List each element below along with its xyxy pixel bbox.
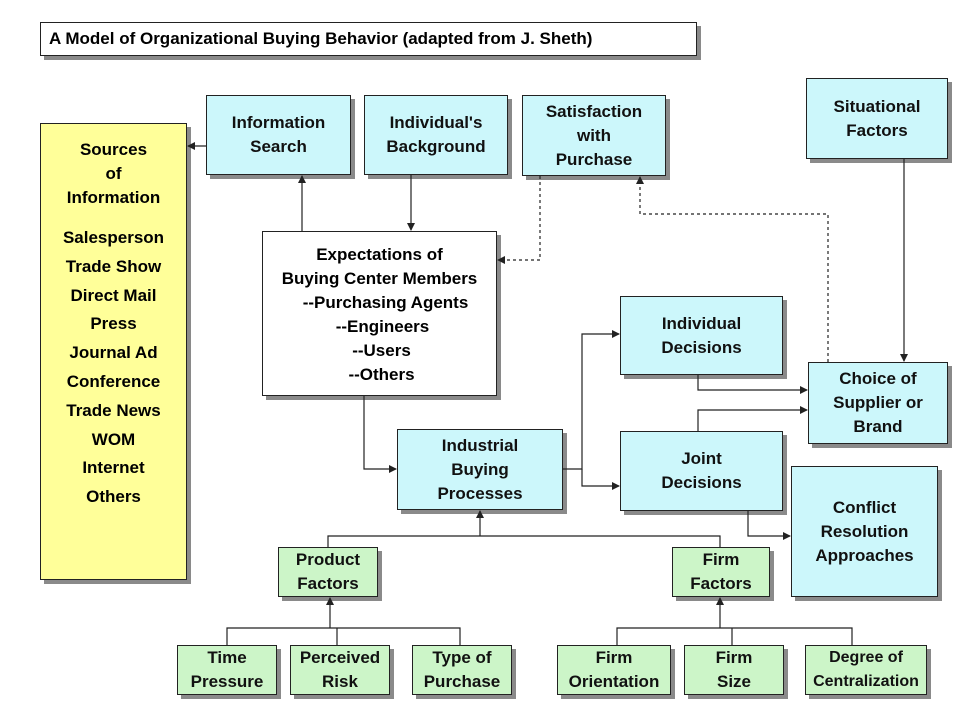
arrow-joint-to-choice xyxy=(697,406,808,431)
expectations-line: --Others xyxy=(348,365,415,384)
arrow-individual-to-choice xyxy=(697,375,808,394)
joint-decisions-box: Joint Decisions xyxy=(620,431,783,511)
time-pressure-box: Time Pressure xyxy=(177,645,277,695)
arrow-industrial-to-individual xyxy=(563,330,620,470)
line-product-subfactors xyxy=(226,627,461,645)
satisfaction-with-purchase-box: Satisfaction with Purchase xyxy=(522,95,666,176)
source-item: Others xyxy=(86,487,141,507)
source-item: Press xyxy=(90,314,137,334)
situational-factors-box: Situational Factors xyxy=(806,78,948,159)
arrow-choice-to-satisfaction xyxy=(636,176,829,362)
expectations-line: Expectations of xyxy=(316,245,443,264)
type-of-purchase-box: Type of Purchase xyxy=(412,645,512,695)
conflict-resolution-box: Conflict Resolution Approaches xyxy=(791,466,938,597)
product-factors-box: Product Factors xyxy=(278,547,378,597)
expectations-line: --Purchasing Agents xyxy=(302,293,469,312)
choice-of-supplier-box: Choice of Supplier or Brand xyxy=(808,362,948,444)
line-firm-subfactors xyxy=(616,627,853,645)
expectations-line: --Engineers xyxy=(335,317,430,336)
individual-decisions-box: Individual Decisions xyxy=(620,296,783,375)
source-item: WOM xyxy=(91,429,136,449)
source-item: Salesperson xyxy=(62,228,165,247)
arrow-joint-to-conflict xyxy=(747,511,791,540)
arrow-satisfaction-to-expectations xyxy=(497,176,541,264)
individuals-background-box: Individual's Background xyxy=(364,95,508,175)
source-item: Journal Ad xyxy=(69,343,158,363)
degree-of-centralization-box: Degree of Centralization xyxy=(805,645,927,695)
firm-orientation-box: Firm Orientation xyxy=(557,645,671,695)
source-item: Conference xyxy=(66,371,161,391)
perceived-risk-box: Perceived Risk xyxy=(290,645,390,695)
expectations-line: Buying Center Members xyxy=(281,269,478,288)
source-item: Direct Mail xyxy=(70,285,157,305)
firm-size-box: Firm Size xyxy=(684,645,784,695)
expectations-line: --Users xyxy=(352,341,411,360)
sources-of-information-box: Sources of Information Salesperson Trade… xyxy=(40,123,187,580)
sources-heading: Sources of Information xyxy=(66,140,161,207)
arrow-expectations-to-industrial xyxy=(363,396,397,473)
industrial-buying-processes-box: Industrial Buying Processes xyxy=(397,429,563,510)
expectations-of-buying-center-box: Expectations of Buying Center Members --… xyxy=(262,231,497,396)
diagram-title: A Model of Organizational Buying Behavio… xyxy=(40,22,697,56)
arrow-industrial-to-joint xyxy=(581,469,620,490)
source-item: Internet xyxy=(82,458,145,478)
source-item: Trade News xyxy=(66,400,161,420)
information-search-box: Information Search xyxy=(206,95,351,175)
sources-list: Salesperson Trade Show Direct Mail Press… xyxy=(41,224,186,512)
source-item: Trade Show xyxy=(65,256,162,276)
firm-factors-box: Firm Factors xyxy=(672,547,770,597)
line-factors-bus xyxy=(327,535,721,547)
